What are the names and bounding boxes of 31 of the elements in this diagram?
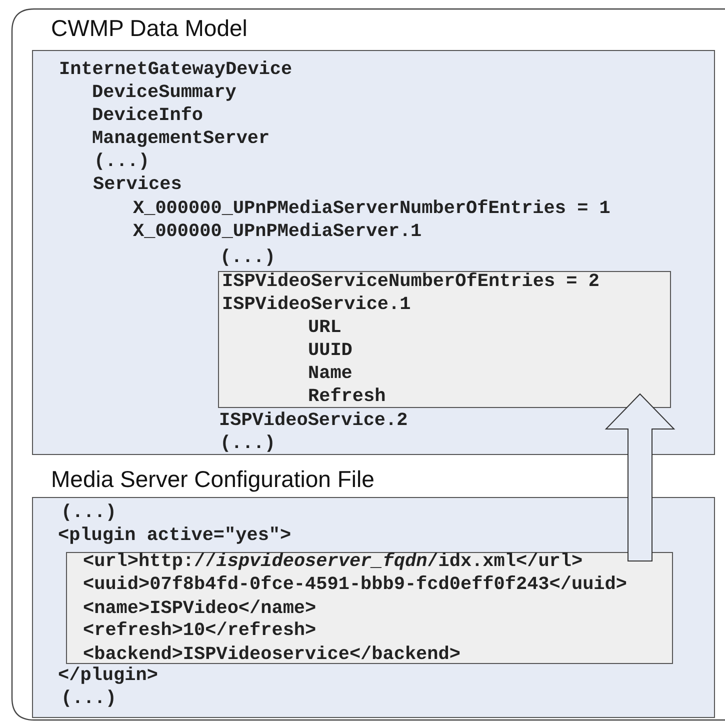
highlight-box [66, 552, 673, 664]
code-line: (...) [61, 687, 117, 710]
code-line: (...) [220, 432, 276, 455]
code-line: <name>ISPVideo</name> [83, 597, 316, 620]
code-line: <backend>ISPVideoservice</backend> [83, 643, 460, 666]
code-line: UUID [308, 339, 352, 362]
code-line: DeviceInfo [92, 104, 204, 127]
code-line: Services [93, 173, 182, 196]
code-line: (...) [220, 246, 276, 269]
code-line: </plugin> [58, 664, 158, 687]
highlight-box [218, 271, 671, 408]
code-line: (...) [94, 150, 150, 173]
panel-title: CWMP Data Model [51, 15, 248, 41]
code-line: <uuid>07f8b4fd-0fce-4591-bbb9-fcd0eff0f243</uuid> [83, 573, 627, 596]
code-line: ManagementServer [92, 127, 270, 150]
code-line: <refresh>10</refresh> [83, 619, 316, 642]
code-line: X_000000_UPnPMediaServer.1 [133, 220, 422, 243]
code-line: URL [308, 316, 342, 339]
code-line: X_000000_UPnPMediaServerNumberOfEntries = 1 [133, 197, 610, 220]
panel-title: Media Server Configuration File [51, 466, 374, 492]
code-line: <plugin active="yes"> [58, 524, 292, 547]
code-line: ISPVideoService.2 [219, 409, 408, 432]
code-line: DeviceSummary [92, 81, 236, 104]
code-line: Name [308, 362, 352, 385]
code-line: ISPVideoService.1 [222, 293, 411, 316]
block-arrow [604, 393, 676, 562]
code-line: <url>http://ispvideoserver_fqdn/idx.xml</url> [83, 550, 583, 573]
code-line: Refresh [308, 385, 386, 408]
code-line: ISPVideoServiceNumberOfEntries = 2 [222, 270, 600, 293]
code-line: (...) [61, 501, 117, 524]
code-line: InternetGatewayDevice [59, 58, 292, 81]
